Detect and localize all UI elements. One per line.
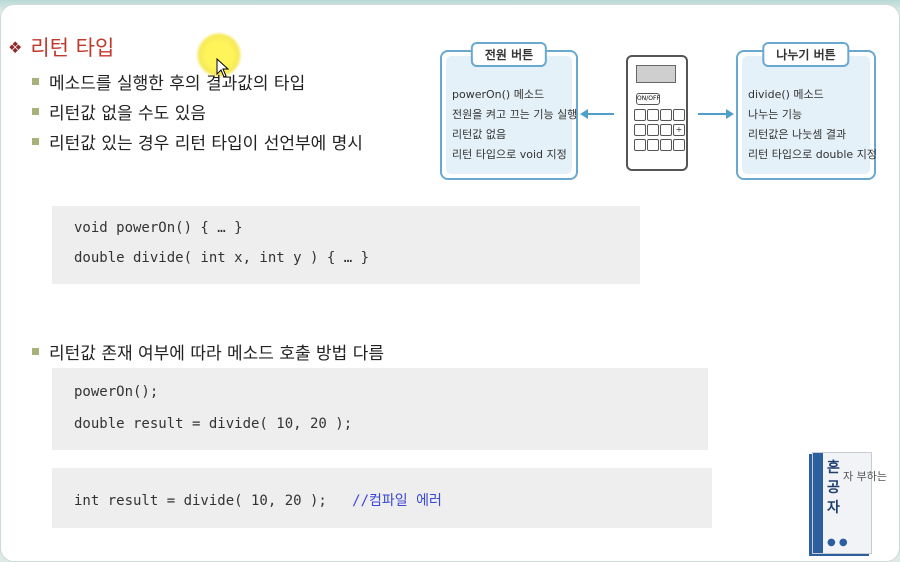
calc-key — [660, 139, 672, 151]
book-title-char: 자 — [827, 500, 840, 516]
calc-key — [647, 139, 659, 151]
left-arrow-head-icon — [580, 109, 588, 119]
box-line: 리턴 타입으로 void 지정 — [452, 148, 567, 161]
book-cover-thumbnail: 혼 공 자 자 부하는 ● ● — [812, 452, 887, 554]
calculator-screen — [636, 65, 676, 83]
code-block-error: int result = divide( 10, 20 ); //컴파일 에러 — [52, 468, 712, 528]
book-spine — [813, 453, 823, 553]
box-inner — [742, 56, 870, 174]
mouse-pointer-icon — [216, 58, 230, 78]
code-line: double result = divide( 10, 20 ); — [74, 416, 353, 432]
code-line: int result = divide( 10, 20 ); //컴파일 에러 — [74, 490, 442, 510]
diamond-bullet-icon: ❖ — [8, 37, 23, 57]
box-line: 리턴 타입으로 double 지정 — [748, 148, 877, 161]
code-line: powerOn(); — [74, 384, 159, 400]
bullet-text: 리턴값 존재 여부에 따라 메소드 호출 방법 다름 — [49, 343, 384, 364]
box-header: 나누기 버튼 — [762, 42, 850, 67]
right-arrow — [698, 113, 726, 115]
box-line: powerOn() 메소드 — [452, 88, 545, 101]
power-button-box: 전원 버튼 powerOn() 메소드 전원을 켜고 끄는 기능 실행 리턴값 … — [440, 42, 578, 180]
box-line: 나누는 기능 — [748, 108, 803, 121]
square-bullet-icon — [32, 347, 39, 355]
calc-key — [647, 109, 659, 121]
book-title-char: 혼 — [827, 460, 840, 476]
book-title-char: 공 — [827, 480, 840, 496]
bullet-text: 리턴값 없을 수도 있음 — [49, 103, 206, 124]
slide-title-text: 리턴 타입 — [30, 36, 115, 60]
slide-title: ❖ 리턴 타입 — [8, 32, 114, 62]
bullet-item: 리턴값 있는 경우 리턴 타입이 선언부에 명시 — [32, 126, 363, 156]
code-line: double divide( int x, int y ) { … } — [74, 250, 370, 266]
code-block-calls: powerOn(); double result = divide( 10, 2… — [52, 368, 708, 450]
calc-divide-key: ÷ — [673, 124, 685, 136]
square-bullet-icon — [32, 107, 39, 115]
bullet-item-call: 리턴값 존재 여부에 따라 메소드 호출 방법 다름 — [32, 336, 384, 366]
calculator-illustration: ON/OFF ÷ — [626, 55, 688, 171]
box-inner — [446, 56, 572, 174]
code-text: int result = divide( 10, 20 ); — [74, 493, 327, 509]
onoff-key: ON/OFF — [636, 93, 660, 105]
square-bullet-icon — [32, 77, 39, 85]
calc-key — [673, 109, 685, 121]
calc-key — [673, 139, 685, 151]
bullet-text: 리턴값 있는 경우 리턴 타입이 선언부에 명시 — [49, 133, 363, 154]
calc-key — [660, 124, 672, 136]
book-subtitle: 자 부하는 — [843, 470, 887, 483]
box-header: 전원 버튼 — [470, 42, 548, 67]
bullet-text: 메소드를 실행한 후의 결과값의 타입 — [49, 73, 306, 94]
calc-key — [660, 109, 672, 121]
square-bullet-icon — [32, 137, 39, 145]
calc-key — [634, 124, 646, 136]
bullet-list: 메소드를 실행한 후의 결과값의 타입 리턴값 없을 수도 있음 리턴값 있는 … — [32, 66, 363, 156]
calculator-keys: ÷ — [634, 109, 685, 151]
box-line: divide() 메소드 — [748, 88, 824, 101]
calc-key — [634, 139, 646, 151]
calc-key — [634, 109, 646, 121]
code-block-declarations: void powerOn() { … } double divide( int … — [52, 206, 640, 284]
code-line: void powerOn() { … } — [74, 220, 243, 236]
left-arrow — [586, 113, 614, 115]
bullet-item: 메소드를 실행한 후의 결과값의 타입 — [32, 66, 363, 96]
right-arrow-head-icon — [726, 109, 734, 119]
book-dots-icon: ● ● — [827, 537, 848, 548]
divide-button-box: 나누기 버튼 divide() 메소드 나누는 기능 리턴값은 나눗셈 결과 리… — [736, 42, 877, 180]
box-line: 리턴값은 나눗셈 결과 — [748, 128, 847, 141]
code-comment: //컴파일 에러 — [352, 493, 442, 509]
calc-key — [647, 124, 659, 136]
box-line: 리턴값 없음 — [452, 128, 507, 141]
box-line: 전원을 켜고 끄는 기능 실행 — [452, 108, 578, 121]
bullet-item: 리턴값 없을 수도 있음 — [32, 96, 363, 126]
